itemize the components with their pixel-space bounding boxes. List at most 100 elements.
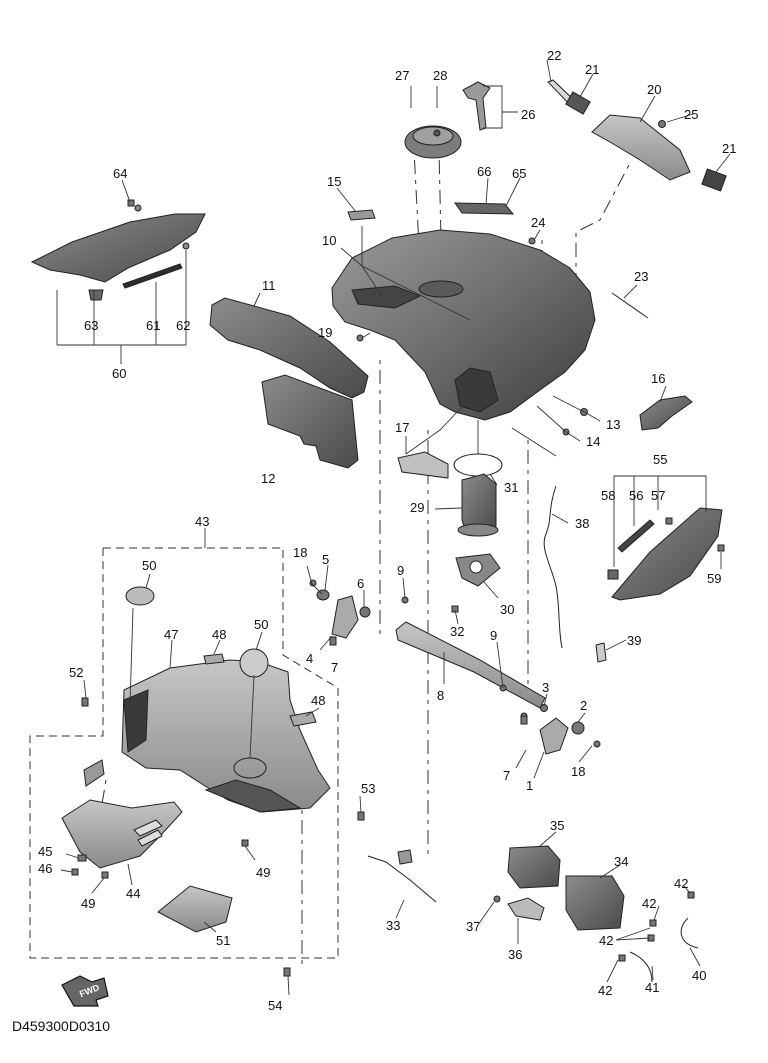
hoses-40-41 (629, 917, 699, 983)
label-31: 31 (504, 480, 518, 495)
hose-33 (367, 849, 437, 903)
label-3: 3 (542, 680, 549, 695)
part-16-bracket (639, 395, 693, 431)
label-64: 64 (113, 166, 127, 181)
label-16: 16 (651, 371, 665, 386)
part-15-label (347, 209, 376, 221)
part-12-pad (261, 374, 359, 469)
label-63: 63 (84, 318, 98, 333)
label-17: 17 (395, 420, 409, 435)
label-13: 13 (606, 417, 620, 432)
label-50: 50 (142, 558, 156, 573)
front-cover-47 (121, 659, 331, 813)
fwd-arrow-icon: FWD (61, 975, 109, 1007)
label-62: 62 (176, 318, 190, 333)
label-34: 34 (614, 854, 628, 869)
label-15: 15 (327, 174, 341, 189)
label-55: 55 (653, 452, 667, 467)
label-9b: 9 (490, 628, 497, 643)
kit-box-43 (29, 547, 339, 959)
side-cover-60 (30, 204, 206, 301)
leader-lines (56, 59, 731, 996)
label-19: 19 (318, 325, 332, 340)
label-4: 4 (306, 651, 313, 666)
label-57: 57 (651, 488, 665, 503)
canister-34-35 (493, 845, 625, 931)
label-12: 12 (261, 471, 275, 486)
label-38: 38 (575, 516, 589, 531)
label-42c: 42 (599, 933, 613, 948)
label-61: 61 (146, 318, 160, 333)
label-27: 27 (395, 68, 409, 83)
label-26: 26 (521, 107, 535, 122)
label-11: 11 (262, 278, 276, 293)
label-42a: 42 (674, 876, 688, 891)
label-24: 24 (531, 215, 545, 230)
fuel-cap (404, 81, 491, 159)
label-33: 33 (386, 918, 400, 933)
label-18b: 18 (571, 764, 585, 779)
label-42d: 42 (598, 983, 612, 998)
label-7b: 7 (503, 768, 510, 783)
label-23: 23 (634, 269, 648, 284)
label-48: 48 (212, 627, 226, 642)
label-65: 65 (512, 166, 526, 181)
label-43: 43 (195, 514, 209, 529)
label-58: 58 (601, 488, 615, 503)
label-48b: 48 (311, 693, 325, 708)
label-21: 21 (585, 62, 599, 77)
label-21b: 21 (722, 141, 736, 156)
label-22: 22 (547, 48, 561, 63)
label-7: 7 (331, 660, 338, 675)
label-47: 47 (164, 627, 178, 642)
label-60: 60 (112, 366, 126, 381)
part-44-panel (61, 759, 183, 869)
part-65-label (454, 202, 515, 215)
label-6: 6 (357, 576, 364, 591)
label-32: 32 (450, 624, 464, 639)
label-35: 35 (550, 818, 564, 833)
part-51-panel (157, 885, 233, 933)
label-50b: 50 (254, 617, 268, 632)
bracket-8 (316, 589, 585, 755)
label-30: 30 (500, 602, 514, 617)
label-2: 2 (580, 698, 587, 713)
label-56: 56 (629, 488, 643, 503)
label-39: 39 (627, 633, 641, 648)
label-51: 51 (216, 933, 230, 948)
label-18: 18 (293, 545, 307, 560)
label-44: 44 (126, 886, 140, 901)
label-9: 9 (397, 563, 404, 578)
label-10: 10 (322, 233, 336, 248)
label-46: 46 (38, 861, 52, 876)
part-11-duct (209, 297, 369, 399)
fuel-tank-10 (331, 229, 596, 421)
label-41: 41 (645, 980, 659, 995)
label-66: 66 (477, 164, 491, 179)
hose-38 (543, 485, 607, 663)
diagram-code: D459300D0310 (12, 1018, 111, 1034)
label-1: 1 (526, 778, 533, 793)
label-20: 20 (647, 82, 661, 97)
label-59: 59 (707, 571, 721, 586)
side-cover-55 (607, 507, 723, 601)
label-49b: 49 (81, 896, 95, 911)
parts-48-50 (125, 586, 317, 727)
label-37: 37 (466, 919, 480, 934)
label-53: 53 (361, 781, 375, 796)
label-14: 14 (586, 434, 600, 449)
label-5: 5 (322, 552, 329, 567)
label-8: 8 (437, 688, 444, 703)
part-number-labels: 1 2 3 4 5 6 7 7 8 9 9 10 11 12 13 14 15 … (38, 48, 736, 1013)
label-29: 29 (410, 500, 424, 515)
label-25: 25 (684, 107, 698, 122)
label-54: 54 (268, 998, 282, 1013)
label-42b: 42 (642, 896, 656, 911)
label-52: 52 (69, 665, 83, 680)
label-49: 49 (256, 865, 270, 880)
label-40: 40 (692, 968, 706, 983)
label-28: 28 (433, 68, 447, 83)
label-45: 45 (38, 844, 52, 859)
label-36: 36 (508, 947, 522, 962)
